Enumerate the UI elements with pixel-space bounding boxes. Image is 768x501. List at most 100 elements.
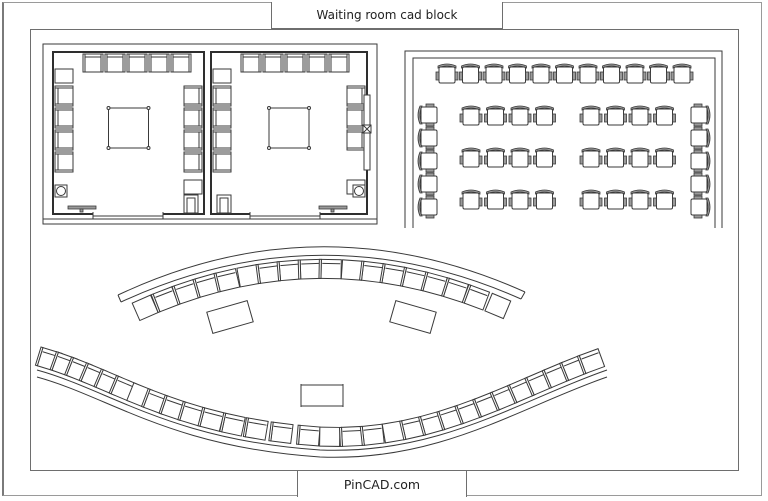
lounge-chair [54, 85, 74, 107]
rooms-outer-wall [42, 43, 378, 225]
lounge-chair [54, 129, 74, 151]
lounge-chair [183, 151, 203, 173]
bench-seat [461, 283, 491, 311]
armchair [600, 63, 623, 84]
drawing-title: Waiting room cad block [271, 2, 503, 29]
center-table [268, 107, 310, 149]
bench-seat [318, 258, 342, 280]
lounge-chair [328, 53, 350, 73]
armchair [529, 63, 553, 84]
armchair [623, 63, 647, 84]
armchair [647, 63, 670, 84]
armchair [553, 63, 576, 84]
armchair [417, 172, 438, 196]
armchair [417, 103, 438, 127]
classroom-chairs [417, 63, 711, 219]
lounge-chair [346, 129, 366, 151]
bench-seat [576, 348, 606, 375]
lounge-chair [284, 53, 306, 73]
armchair [484, 189, 507, 210]
armchair [653, 105, 676, 126]
armchair [690, 126, 711, 150]
bench-seat [338, 425, 363, 448]
lounge-chair [82, 53, 104, 73]
armchair [670, 63, 694, 84]
armchair [690, 172, 711, 196]
armchair [604, 147, 627, 168]
bench-seat [340, 259, 364, 281]
watermark-box: PinCAD.com [297, 470, 467, 497]
bench-seat [399, 266, 427, 292]
bench-seat [171, 278, 200, 306]
wave-bench-block [34, 346, 608, 458]
armchair [628, 147, 652, 168]
armchair [533, 189, 556, 210]
armchair [653, 189, 676, 210]
armchair [628, 105, 652, 126]
tv-stand [318, 205, 348, 210]
drawing-title-text: Waiting room cad block [316, 8, 458, 22]
armchair [579, 189, 603, 210]
arc-bench-seats [131, 258, 512, 322]
lounge-chair [306, 53, 328, 73]
armchair [508, 189, 532, 210]
armchair [690, 195, 711, 219]
wave-table [300, 384, 344, 407]
lounge-chair [346, 85, 366, 107]
armchair [690, 149, 711, 173]
bench-seat [192, 272, 220, 299]
lounge-chair [240, 53, 262, 73]
lounge-chair [346, 107, 366, 129]
corner-seat [183, 179, 203, 195]
arc-bench-block [117, 246, 526, 334]
lounge-chair [183, 129, 203, 151]
armchair [459, 147, 483, 168]
armchair [576, 63, 600, 84]
classroom-block [404, 50, 723, 228]
lounge-chair [212, 151, 232, 173]
armchair [508, 147, 532, 168]
armchair [506, 63, 529, 84]
bench-seat [242, 417, 269, 441]
armchair [533, 147, 556, 168]
lounge-chair [170, 53, 192, 73]
corner-seat [54, 68, 74, 84]
arc-table-right [389, 300, 437, 334]
lounge-chair [183, 107, 203, 129]
wave-bench-seats [34, 346, 606, 448]
armchair [417, 149, 438, 173]
armchair [604, 189, 627, 210]
bench-seat [359, 260, 385, 284]
armchair [628, 189, 652, 210]
rooms-block [42, 43, 378, 225]
tv-stand [67, 205, 97, 210]
lounge-chair [212, 107, 232, 129]
armchair [417, 195, 438, 219]
lounge-chair [183, 85, 203, 107]
armchair [579, 147, 603, 168]
center-table [108, 107, 149, 149]
armchair [482, 63, 506, 84]
corner-seat [212, 68, 232, 84]
bench-seat [319, 426, 341, 447]
armchair [653, 147, 676, 168]
lounge-chair [262, 53, 284, 73]
lounge-chair [148, 53, 170, 73]
bench-seat [276, 259, 302, 282]
armchair [604, 105, 627, 126]
armchair [417, 126, 438, 150]
bench-seat [268, 421, 294, 445]
bench-seat [296, 424, 321, 447]
lounge-chair [212, 129, 232, 151]
bench-seat [359, 423, 385, 447]
lounge-chair [126, 53, 148, 73]
armchair [484, 147, 507, 168]
armchair [459, 105, 483, 126]
room-a [54, 53, 203, 214]
armchair [484, 105, 507, 126]
armchair [435, 63, 459, 84]
bench-seat [108, 374, 138, 403]
armchair [690, 103, 711, 127]
armchair [533, 105, 556, 126]
